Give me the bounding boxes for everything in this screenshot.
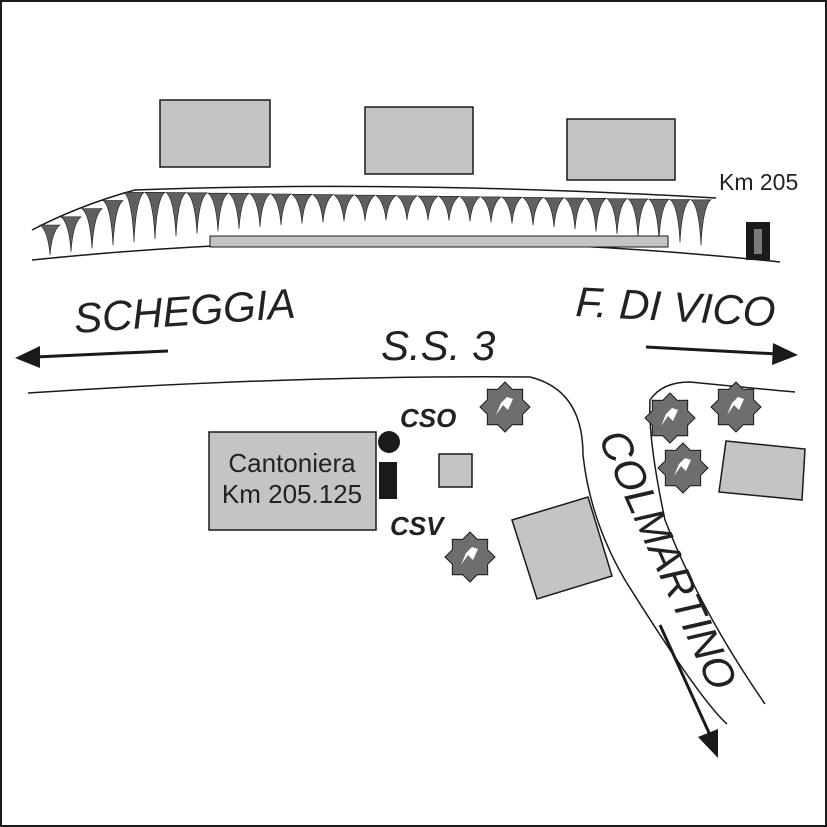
arrow-right-icon: [645, 343, 798, 365]
embankment-hatch: [417, 195, 439, 221]
building-top-center: [364, 106, 474, 175]
embankment-hatch: [312, 194, 334, 223]
embankment-hatch: [144, 191, 166, 240]
railway-embankment: [31, 185, 781, 263]
embankment-hatch: [102, 200, 124, 246]
station-marker-icon: [378, 431, 400, 499]
embankment-hatch: [543, 197, 565, 228]
building-top-left: [159, 99, 271, 168]
embankment-hatch: [165, 192, 187, 237]
embankment-hatch: [480, 196, 502, 223]
platform-strip: [209, 235, 669, 248]
embankment-hatch: [375, 195, 397, 221]
embankment-hatch: [291, 193, 313, 224]
embankment-hatch: [690, 199, 712, 246]
road-label-ss3: S.S. 3: [381, 322, 495, 369]
cantoniera-label-line2: Km 205.125: [222, 479, 362, 509]
cantoniera-label-line1: Cantoniera: [228, 448, 356, 478]
embankment-hatch: [228, 193, 250, 229]
arrow-down-right-icon: [658, 624, 718, 758]
building-cantoniera: [208, 431, 377, 531]
km-205-label: Km 205: [719, 169, 798, 195]
embankment-hatch: [186, 192, 208, 234]
tree-icon: [444, 531, 496, 583]
embankment-hatch: [669, 199, 691, 243]
building-top-right: [566, 118, 676, 181]
embankment-hatch: [249, 193, 271, 227]
building-right: [718, 440, 806, 501]
embankment-hatch: [270, 193, 292, 226]
embankment-hatch: [585, 198, 607, 232]
building-rotated: [511, 496, 613, 600]
embankment-hatch: [606, 198, 628, 234]
road-ss3-edge: [27, 376, 728, 725]
embankment-hatch: [207, 192, 229, 232]
tree-icon: [657, 442, 709, 494]
embankment-hatch: [354, 194, 376, 221]
embankment-hatch: [81, 208, 103, 249]
direction-label-fdivico: F. DI VICO: [575, 278, 777, 335]
tree-icon: [479, 381, 531, 433]
embankment-hatch: [522, 197, 544, 226]
embankment-hatch: [501, 196, 523, 224]
embankment-hatch: [39, 224, 61, 256]
embankment-hatch: [60, 216, 82, 252]
km-205-milestone-icon: [746, 222, 770, 260]
embankment-hatch: [123, 192, 145, 243]
tree-icon: [644, 392, 696, 444]
embankment-hatch: [564, 197, 586, 230]
building-small-square: [438, 453, 473, 488]
tree-icon: [710, 381, 762, 433]
station-label-csv: CSV: [390, 511, 446, 541]
embankment-hatch: [438, 196, 460, 221]
arrow-left-icon: [15, 346, 169, 368]
embankment-hatch: [333, 194, 355, 222]
station-label-cso: CSO: [400, 403, 456, 433]
embankment-hatch: [459, 196, 481, 222]
embankment-hatch: [396, 195, 418, 221]
